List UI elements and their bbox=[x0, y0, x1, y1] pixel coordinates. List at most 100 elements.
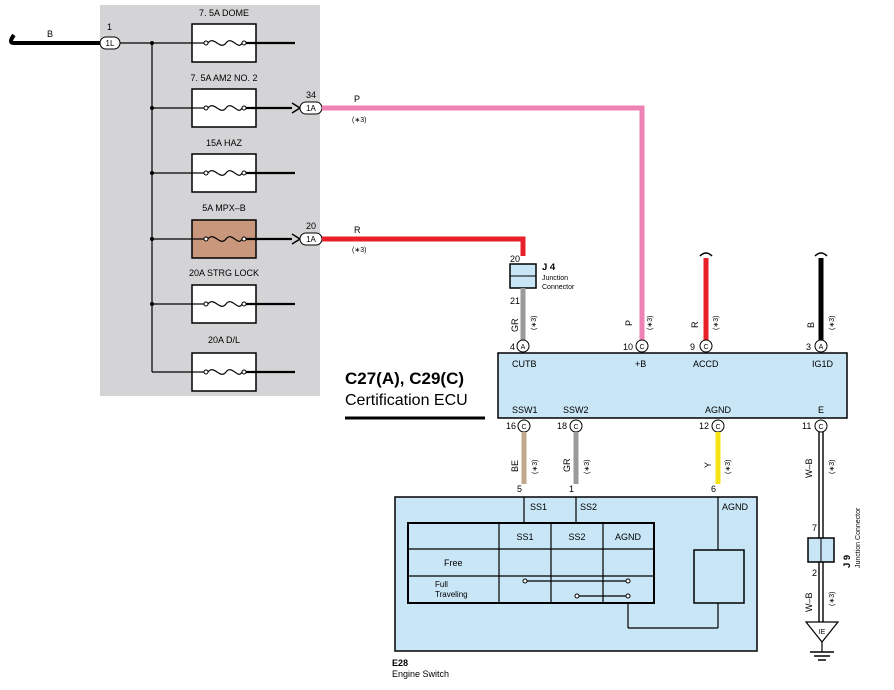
am2-out-pin: 34 bbox=[306, 90, 316, 100]
accd-wire-note: (∗3) bbox=[713, 316, 720, 330]
plusb-pin-num: 10 bbox=[623, 342, 633, 352]
ecu-name: Certification ECU bbox=[345, 392, 468, 409]
table-header-ss2: SS2 bbox=[568, 532, 585, 542]
cutb-wire-label: GR bbox=[510, 318, 520, 332]
j4-name-1: Junction bbox=[542, 275, 568, 282]
ss1-label: SS1 bbox=[530, 502, 547, 512]
ssw1-wire-label: BE bbox=[510, 460, 520, 472]
e-wire-label: W–B bbox=[804, 458, 814, 478]
fuse-am2-label: 7. 5A AM2 NO. 2 bbox=[190, 73, 257, 83]
ecu-pin-ssw2: 18 C bbox=[557, 419, 583, 433]
cutb-wire-note: (∗3) bbox=[531, 316, 538, 330]
engine-switch: 5 1 6 SS1 SS2 AGND SS1 SS2 AGND Free Ful… bbox=[392, 484, 758, 679]
mpxb-out-conn: 1A bbox=[306, 235, 316, 244]
ecu-pin-e: 11 C bbox=[802, 419, 828, 433]
table-header-agnd: AGND bbox=[615, 532, 642, 542]
cutb-pin-num: 4 bbox=[510, 342, 515, 352]
e-conn: C bbox=[818, 424, 823, 431]
e-pin-num: 11 bbox=[802, 421, 811, 431]
plusb-wire-label: P bbox=[624, 320, 634, 326]
switch-element bbox=[693, 549, 745, 604]
agnd-ecu-label: AGND bbox=[705, 405, 732, 415]
ecu-pin-ig1d: 3 A IG1D bbox=[806, 339, 834, 369]
plusb-label: +B bbox=[635, 359, 646, 369]
ecu-pin-ssw1: 16 C bbox=[506, 419, 531, 433]
wire-b-input bbox=[9, 33, 100, 45]
e-wire-note: (∗3) bbox=[829, 460, 836, 474]
row-full-label-1: Full bbox=[435, 580, 448, 589]
wire-b-label: B bbox=[47, 29, 53, 39]
agnd-conn: C bbox=[715, 424, 720, 431]
fuse-haz: 15A HAZ bbox=[150, 138, 295, 193]
e-label: E bbox=[818, 405, 824, 415]
pink-wire-note: (∗3) bbox=[352, 117, 366, 124]
ground-ie: IE bbox=[804, 621, 840, 661]
j4-id: J 4 bbox=[542, 262, 556, 273]
ss2-label: SS2 bbox=[580, 502, 597, 512]
wire-red-mpxb bbox=[322, 236, 526, 256]
switch-table bbox=[407, 522, 655, 604]
cutb-conn: A bbox=[521, 344, 526, 351]
j9-wire-label: W–B bbox=[804, 592, 814, 612]
ssw2-conn: C bbox=[573, 424, 578, 431]
plusb-conn: C bbox=[639, 344, 644, 351]
j9-pin-top: 7 bbox=[812, 523, 817, 533]
ground-triangle bbox=[804, 621, 840, 643]
ig1d-pin-num: 3 bbox=[806, 342, 811, 352]
fuse-strg-lock: 20A STRG LOCK bbox=[150, 268, 295, 324]
junction-j9: 7 2 J 9 Junction Connector bbox=[807, 507, 862, 578]
ecu-box bbox=[497, 352, 848, 419]
accd-wire-label: R bbox=[690, 321, 700, 328]
j9-name: Junction Connector bbox=[855, 507, 862, 568]
ig1d-wire-break bbox=[814, 252, 828, 257]
ssw1-wire-note: (∗3) bbox=[532, 460, 539, 474]
agnd-wire-note: (∗3) bbox=[725, 460, 732, 474]
engine-switch-name: Engine Switch bbox=[392, 669, 449, 679]
ecu-pin-accd: 9 C ACCD bbox=[690, 339, 719, 369]
mpxb-out-pin: 20 bbox=[306, 221, 316, 231]
cutb-label: CUTB bbox=[512, 359, 537, 369]
j4-name-2: Connector bbox=[542, 284, 575, 291]
input-pin-number: 1 bbox=[107, 22, 112, 32]
j9-id: J 9 bbox=[842, 555, 853, 568]
red-wire-note: (∗3) bbox=[352, 247, 366, 254]
ssw1-label: SSW1 bbox=[512, 405, 538, 415]
ig1d-wire-note: (∗3) bbox=[829, 316, 836, 330]
engine-switch-id: E28 bbox=[392, 658, 408, 668]
accd-conn: C bbox=[703, 344, 708, 351]
ssw2-pin-num: 18 bbox=[557, 421, 567, 431]
j4-pin-bottom: 21 bbox=[510, 296, 520, 306]
ground-label: IE bbox=[819, 629, 826, 636]
fuse-strglock-label: 20A STRG LOCK bbox=[189, 268, 259, 278]
ss1-pin-num: 5 bbox=[517, 484, 522, 494]
wire-pink bbox=[322, 105, 645, 342]
ecu-title: C27(A), C29(C) bbox=[345, 369, 464, 388]
ecu-pin-cutb: 4 A CUTB bbox=[510, 339, 537, 369]
junction-j4: 20 21 J 4 Junction Connector bbox=[509, 254, 575, 306]
agnd-pin-num: 12 bbox=[699, 421, 709, 431]
red-wire-label: R bbox=[354, 225, 361, 235]
agnd-sw-pin-num: 6 bbox=[711, 484, 716, 494]
fuse-box-panel bbox=[100, 5, 320, 396]
ig1d-label: IG1D bbox=[812, 359, 834, 369]
certification-ecu: C27(A), C29(C) Certification ECU 4 A CUT… bbox=[345, 339, 848, 433]
j4-pin-top: 20 bbox=[510, 254, 520, 264]
fuse-am2-no2: 7. 5A AM2 NO. 2 bbox=[150, 73, 302, 128]
ssw2-wire-note: (∗3) bbox=[584, 460, 591, 474]
ig1d-conn: A bbox=[819, 344, 824, 351]
ssw2-wire-label: GR bbox=[562, 458, 572, 472]
table-header-ss1: SS1 bbox=[516, 532, 533, 542]
ecu-pin-plusb: 10 C +B bbox=[623, 339, 649, 369]
fuse-dome-label: 7. 5A DOME bbox=[199, 8, 249, 18]
fuse-d-l: 20A D/L bbox=[152, 335, 295, 392]
ssw1-conn: C bbox=[521, 424, 526, 431]
accd-label: ACCD bbox=[693, 359, 719, 369]
row-full-label-2: Traveling bbox=[435, 590, 468, 599]
connector-1l-label: 1L bbox=[106, 39, 115, 48]
ecu-pin-agnd: 12 C bbox=[699, 419, 725, 433]
j9-pin-bottom: 2 bbox=[812, 568, 817, 578]
accd-wire-break bbox=[699, 252, 713, 257]
row-free-label: Free bbox=[444, 558, 463, 568]
ig1d-wire-label: B bbox=[806, 322, 816, 328]
fuse-mpxb-label: 5A MPX–B bbox=[202, 203, 246, 213]
